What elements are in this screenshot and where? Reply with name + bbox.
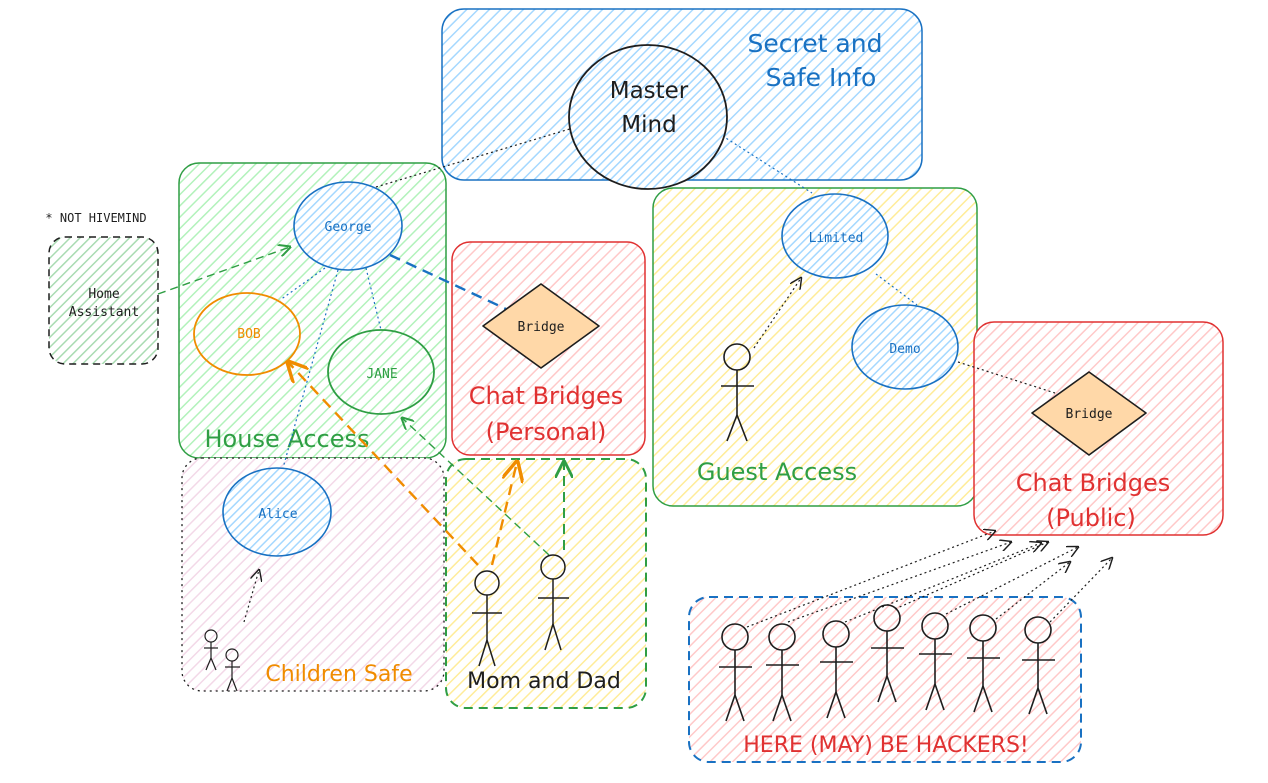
hacker-person-icon xyxy=(919,612,952,711)
dad-person-icon xyxy=(538,554,569,651)
chat-personal-label-2: (Personal) xyxy=(486,418,607,446)
link-guest-limited xyxy=(753,278,801,349)
link-limited-demo xyxy=(875,273,918,306)
node-alice: Alice xyxy=(222,467,332,557)
child-person-icon xyxy=(204,629,218,671)
link-george-alice xyxy=(282,269,339,469)
link-george-jane xyxy=(365,267,382,331)
link-george-bridge-personal xyxy=(389,253,507,311)
link-mom-bob xyxy=(288,362,479,566)
link-demo-bridge-public xyxy=(957,361,1056,394)
link-children-alice xyxy=(243,570,259,623)
chat-public-label-1: Chat Bridges xyxy=(1016,469,1170,497)
node-bob: BOB xyxy=(193,292,301,376)
guest-person-icon xyxy=(721,343,754,442)
node-master-mind: Master Mind xyxy=(568,44,728,190)
link-dad-jane xyxy=(402,418,550,556)
bridge-public-label: Bridge xyxy=(1066,407,1113,422)
jane-label: JANE xyxy=(366,367,397,382)
house-zone-label: House Access xyxy=(205,425,370,453)
bob-label: BOB xyxy=(237,327,261,342)
secret-zone-label-1: Secret and xyxy=(748,29,883,58)
alice-label: Alice xyxy=(258,507,297,522)
link-george-bob xyxy=(279,267,326,301)
hackers-zone-label: HERE (MAY) BE HACKERS! xyxy=(743,733,1029,758)
home-assistant-label-2: Assistant xyxy=(69,305,139,320)
not-hivemind-note: * NOT HIVEMIND xyxy=(45,211,146,225)
chat-personal-label-1: Chat Bridges xyxy=(469,382,623,410)
george-label: George xyxy=(325,220,372,235)
children-zone-label: Children Safe xyxy=(265,662,412,687)
home-assistant-label-1: Home xyxy=(88,287,119,302)
hacker-person-icon xyxy=(967,614,1000,713)
zone-mom-and-dad: Mom and Dad xyxy=(445,458,647,709)
hacker-person-icon xyxy=(1022,616,1055,715)
secret-zone-label-2: Safe Info xyxy=(766,63,877,92)
link-hacker-6 xyxy=(995,562,1070,620)
node-bridge-personal: Bridge xyxy=(482,283,600,369)
node-demo: Demo xyxy=(851,304,959,390)
bridge-personal-label: Bridge xyxy=(518,320,565,335)
hacker-person-icon xyxy=(871,604,904,703)
hacker-person-icon xyxy=(820,620,853,719)
chat-public-label-2: (Public) xyxy=(1046,504,1136,532)
hacker-person-icon xyxy=(766,623,799,722)
node-jane: JANE xyxy=(327,329,435,415)
parents-zone-label: Mom and Dad xyxy=(467,669,621,694)
link-george-master xyxy=(375,127,574,188)
master-mind-label-1: Master xyxy=(610,78,689,104)
mom-person-icon xyxy=(472,570,502,667)
limited-label: Limited xyxy=(809,231,864,246)
home-assistant-box: * NOT HIVEMIND Home Assistant xyxy=(45,211,159,365)
node-limited: Limited xyxy=(781,193,889,279)
child-person-icon xyxy=(225,648,240,692)
hacker-person-icon xyxy=(719,623,752,722)
link-master-limited xyxy=(717,132,813,194)
guest-zone-label: Guest Access xyxy=(697,458,857,486)
master-mind-label-2: Mind xyxy=(621,112,676,138)
link-homeassistant-george xyxy=(157,247,290,295)
demo-label: Demo xyxy=(889,342,920,357)
node-bridge-public: Bridge xyxy=(1031,371,1147,456)
node-george: George xyxy=(293,181,403,271)
link-hacker-1 xyxy=(746,531,995,628)
